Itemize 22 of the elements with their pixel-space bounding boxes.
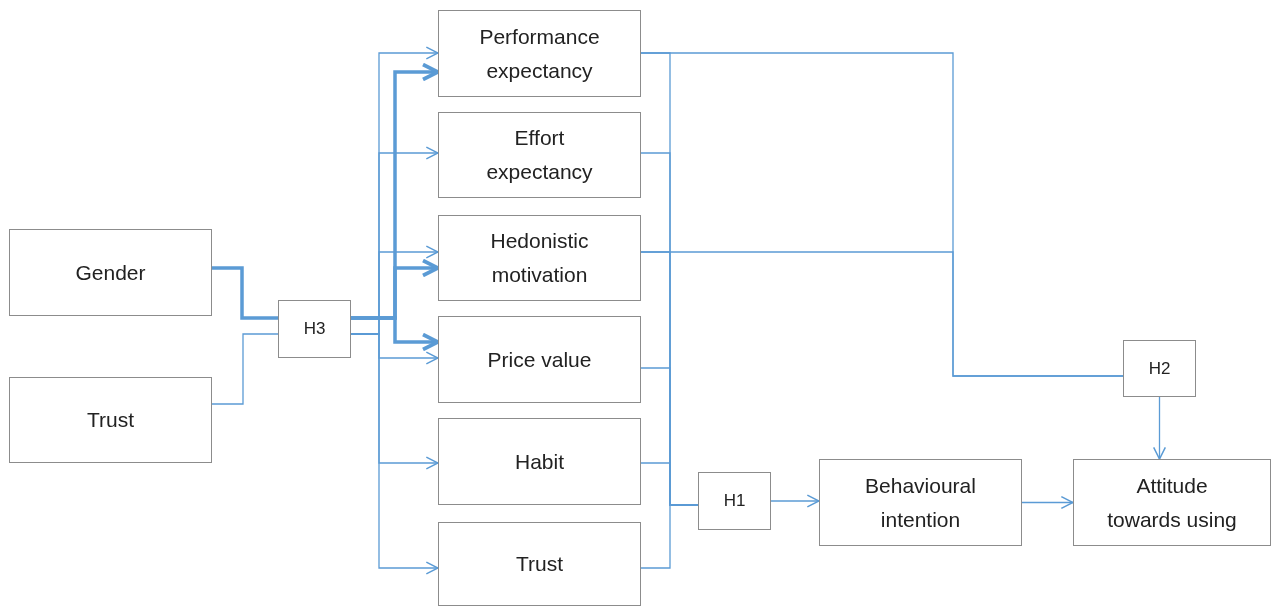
concept-box: Hedonistic motivation (438, 215, 641, 301)
concept-box: Behavioural intention (819, 459, 1022, 546)
concept-box: Effort expectancy (438, 112, 641, 198)
connector-line (211, 333, 279, 405)
arrow (1021, 495, 1074, 510)
concept-box: Attitude towards using (1073, 459, 1271, 546)
connector-line (640, 504, 699, 569)
hypothesis-box: H1 (698, 472, 771, 530)
arrow (770, 494, 820, 508)
hypothesis-box: H3 (278, 300, 351, 358)
arrow (350, 333, 439, 575)
concept-box: Habit (438, 418, 641, 505)
concept-box: Performance expectancy (438, 10, 641, 97)
concept-box: Trust (9, 377, 212, 463)
hypothesis-box: H2 (1123, 340, 1196, 397)
concept-box: Trust (438, 522, 641, 606)
concept-box: Gender (9, 229, 212, 316)
arrow (1152, 396, 1167, 460)
arrow (351, 316, 440, 352)
connector-line (212, 266, 278, 320)
connector-line (640, 251, 1124, 377)
concept-box: Price value (438, 316, 641, 403)
